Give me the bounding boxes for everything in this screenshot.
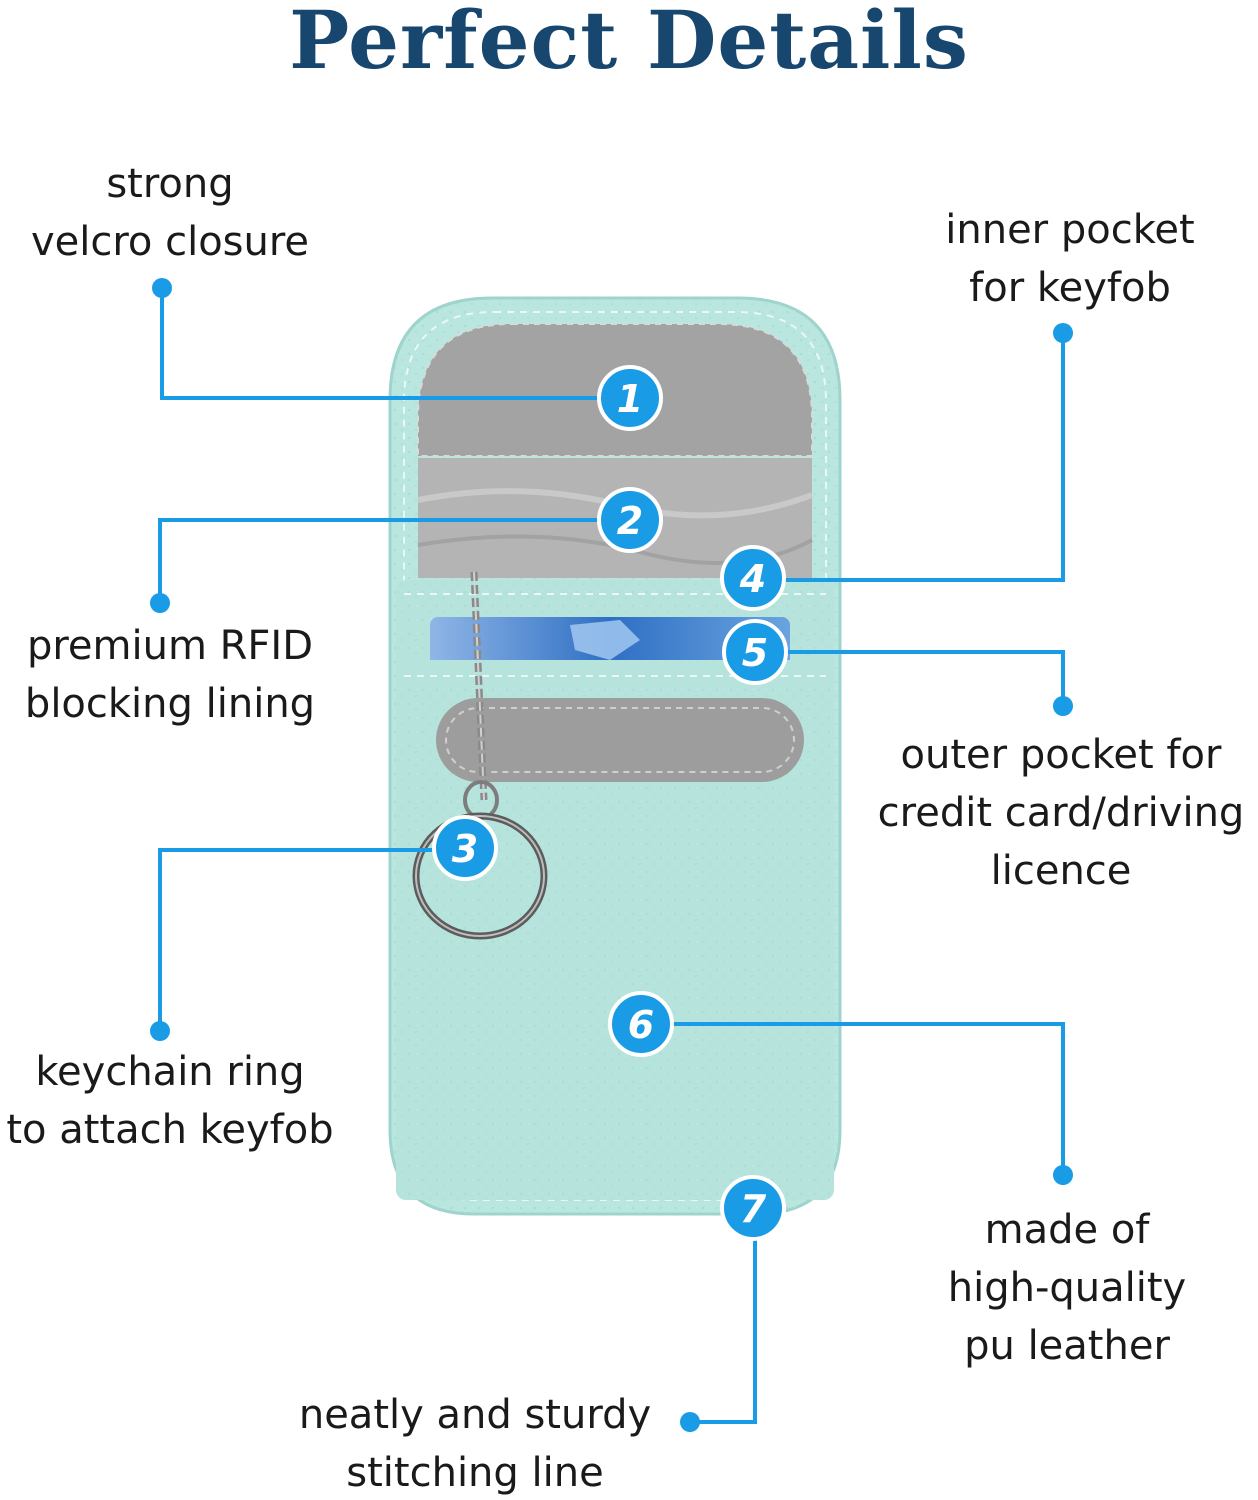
leader-dots bbox=[150, 278, 1073, 1432]
callout-label-5-line-2: credit card/driving bbox=[877, 790, 1245, 836]
callout-label-5-line-1: outer pocket for bbox=[900, 732, 1222, 778]
callout-label-1: strong velcro closure bbox=[10, 155, 330, 271]
callout-label-4: inner pocket for keyfob bbox=[900, 201, 1240, 317]
callout-label-1-line-2: velcro closure bbox=[30, 219, 310, 265]
badge-number-1: 1 bbox=[617, 377, 643, 421]
callout-badge-5: 5 bbox=[722, 619, 788, 685]
page-title: Perfect Details bbox=[289, 0, 969, 87]
keychain-ring bbox=[412, 571, 548, 940]
badge-number-4: 4 bbox=[739, 557, 766, 601]
badge-number-3: 3 bbox=[452, 827, 478, 871]
callout-badge-3: 3 bbox=[432, 815, 498, 881]
badge-number-5: 5 bbox=[742, 631, 768, 675]
callout-label-3: keychain ring to attach keyfob bbox=[0, 1043, 340, 1159]
callout-label-1-line-1: strong bbox=[106, 161, 234, 207]
callout-badge-7: 7 bbox=[720, 1175, 786, 1241]
callout-label-6-line-2: high-quality bbox=[947, 1265, 1187, 1311]
callout-label-6-line-1: made of bbox=[984, 1207, 1150, 1253]
badge-number-6: 6 bbox=[628, 1003, 654, 1047]
callout-label-2-line-2: blocking lining bbox=[24, 681, 316, 727]
leader-lines bbox=[158, 290, 1065, 1424]
callout-label-5: outer pocket for credit card/driving lic… bbox=[866, 726, 1256, 900]
callout-label-6-line-3: pu leather bbox=[964, 1323, 1170, 1369]
callout-label-4-line-1: inner pocket bbox=[945, 207, 1195, 253]
callout-label-7-line-1: neatly and sturdy bbox=[298, 1392, 652, 1438]
callout-badge-6: 6 bbox=[608, 991, 674, 1057]
callout-badge-2: 2 bbox=[597, 487, 663, 553]
callout-label-3-line-1: keychain ring bbox=[35, 1049, 305, 1095]
callout-label-2: premium RFID blocking lining bbox=[5, 617, 335, 733]
callout-label-6: made of high-quality pu leather bbox=[912, 1201, 1222, 1375]
callout-label-5-line-3: licence bbox=[990, 848, 1132, 894]
badge-number-2: 2 bbox=[617, 499, 643, 543]
velcro-strip bbox=[436, 698, 804, 782]
callout-label-7-line-2: stitching line bbox=[346, 1450, 604, 1496]
callout-badge-4: 4 bbox=[720, 545, 786, 611]
callout-label-7: neatly and sturdy stitching line bbox=[280, 1386, 670, 1500]
callout-label-2-line-1: premium RFID bbox=[26, 623, 314, 669]
callout-label-4-line-2: for keyfob bbox=[969, 265, 1171, 311]
callout-badge-1: 1 bbox=[597, 365, 663, 431]
callout-label-3-line-2: to attach keyfob bbox=[6, 1107, 334, 1153]
badge-number-7: 7 bbox=[740, 1187, 767, 1231]
